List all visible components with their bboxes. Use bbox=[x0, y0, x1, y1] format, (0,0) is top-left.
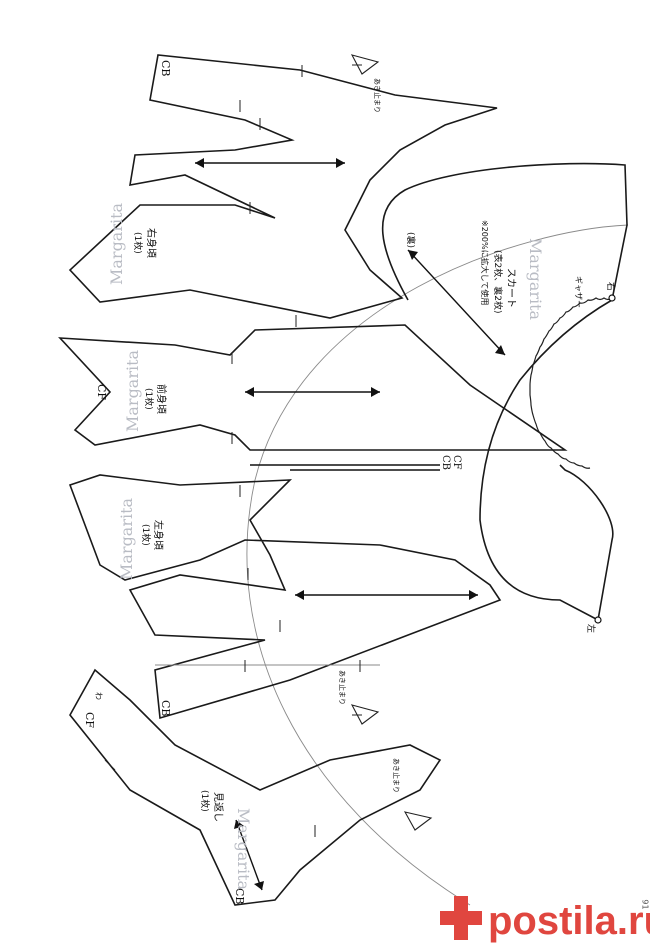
right-back-grain-right bbox=[336, 158, 345, 168]
right-back-title: 右身頃 bbox=[145, 228, 158, 258]
front-grain-right bbox=[371, 387, 380, 397]
facing-piece bbox=[69, 668, 442, 906]
opening-stop-label-facing: あき止まり bbox=[392, 758, 401, 793]
cb-label-facing: CB bbox=[233, 888, 246, 905]
opening-stop-label-bottom: あき止まり bbox=[338, 670, 347, 705]
right-back-grain-left bbox=[195, 158, 204, 168]
watermark-facing: Margarita bbox=[234, 808, 253, 891]
cb-label-top: CB bbox=[159, 60, 172, 77]
skirt-grain-arrow-bottom bbox=[495, 345, 505, 355]
left-back-qty: (1枚) bbox=[140, 524, 152, 546]
gather-edge bbox=[529, 297, 613, 469]
site-brand-text: postila.ru bbox=[488, 899, 650, 943]
facing-grain bbox=[235, 819, 263, 891]
skirt-bias-label: (裏) bbox=[405, 232, 417, 248]
cb-label-center: CB bbox=[440, 455, 451, 470]
skirt-hem-arc bbox=[246, 224, 629, 906]
watermark-front: Margarita bbox=[123, 349, 142, 432]
facing-grain-bottom bbox=[254, 881, 264, 890]
facing-title: 見返し bbox=[212, 792, 224, 822]
right-mark-label: 右 bbox=[605, 282, 617, 291]
facing-fold-note: わ bbox=[94, 692, 103, 700]
front-qty: (1枚) bbox=[143, 388, 155, 410]
opening-stop-marker-facing bbox=[403, 811, 433, 831]
facing-qty: (1枚) bbox=[199, 790, 211, 812]
left-back-bodice bbox=[68, 474, 502, 720]
front-grain-left bbox=[245, 387, 254, 397]
watermark-right-back: Margarita bbox=[107, 202, 126, 285]
cb-label-bottom: CB bbox=[159, 700, 172, 717]
watermark-left-back: Margarita bbox=[117, 497, 136, 580]
left-back-grain-right bbox=[469, 590, 478, 600]
front-bodice bbox=[58, 324, 568, 451]
left-back-title: 左身頃 bbox=[152, 520, 165, 550]
cf-label-facing: CF bbox=[83, 712, 96, 728]
watermark-skirt: Margarita bbox=[526, 238, 545, 321]
left-marker-dot bbox=[594, 616, 602, 624]
skirt-grain-arrow-top bbox=[408, 250, 418, 260]
skirt-qty: (表2枚、裏2枚) bbox=[492, 250, 504, 313]
facing-grain-top bbox=[234, 820, 244, 829]
cf-label-center: CF bbox=[451, 455, 462, 470]
left-mark-label: 左 bbox=[585, 624, 597, 633]
opening-stop-label-top: あき止まり bbox=[373, 78, 382, 113]
skirt-note: ※200%に拡大して使用 bbox=[480, 220, 490, 305]
front-title: 前身頃 bbox=[155, 384, 168, 414]
skirt-piece bbox=[381, 162, 628, 622]
brand-svg: postila.ru bbox=[440, 896, 660, 943]
right-back-bodice bbox=[68, 54, 498, 319]
cf-label-front: CF bbox=[95, 384, 108, 400]
right-marker-dot bbox=[608, 294, 616, 302]
notch-marks bbox=[104, 65, 361, 837]
left-back-grain-left bbox=[295, 590, 304, 600]
right-back-qty: (1枚) bbox=[132, 232, 144, 254]
site-brand-logo[interactable]: postila.ru bbox=[440, 888, 660, 948]
plus-icon-horizontal bbox=[440, 911, 482, 925]
skirt-title: スカート bbox=[505, 268, 517, 308]
skirt-grain-line bbox=[407, 249, 506, 356]
gather-label: ギャザー bbox=[574, 276, 583, 308]
